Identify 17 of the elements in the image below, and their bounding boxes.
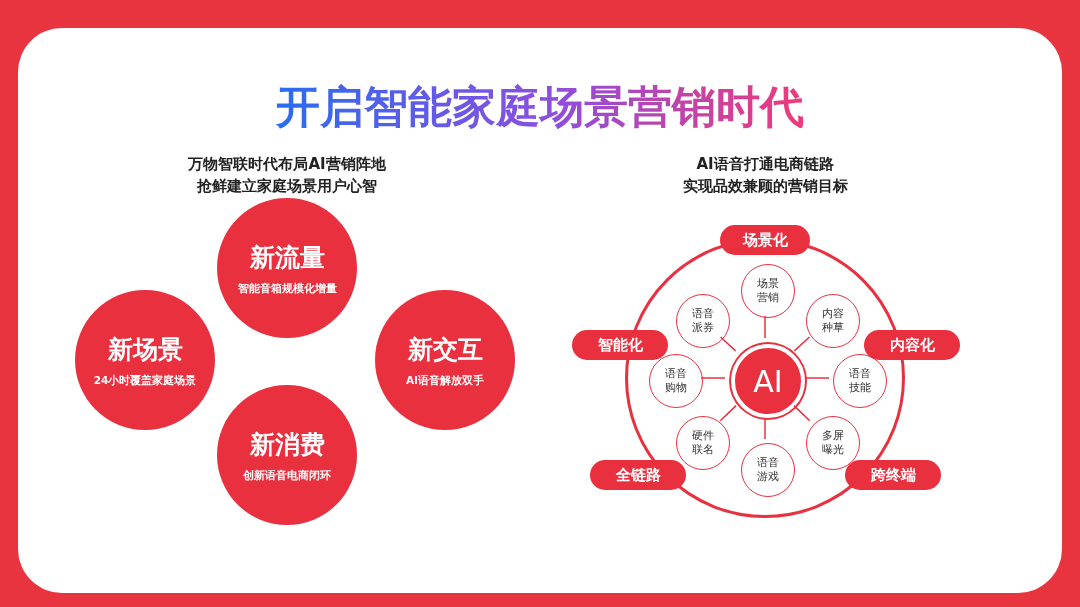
connector-line (719, 336, 737, 352)
tag-pill: 内容化 (864, 330, 960, 360)
tag-pill: 智能化 (572, 330, 668, 360)
connector-line (804, 377, 830, 379)
connector-line (700, 377, 726, 379)
tag-pill: 全链路 (590, 460, 686, 490)
tag-pill: 跨终端 (845, 460, 941, 490)
subtitle-text: 抢鲜建立家庭场景用户心智 (196, 177, 378, 196)
connector-line (764, 315, 766, 339)
connector-line (793, 336, 811, 352)
subtitle-text: 实现品效兼顾的营销目标 (681, 177, 849, 196)
tag-pill: 场景化 (720, 225, 810, 255)
subtitle-text: 万物智联时代布局AI营销阵地 (187, 155, 387, 174)
connector-line (764, 417, 766, 440)
subtitle-text: AI语音打通电商链路 (695, 155, 835, 174)
connector-line (793, 404, 811, 422)
connector-line (719, 404, 737, 422)
